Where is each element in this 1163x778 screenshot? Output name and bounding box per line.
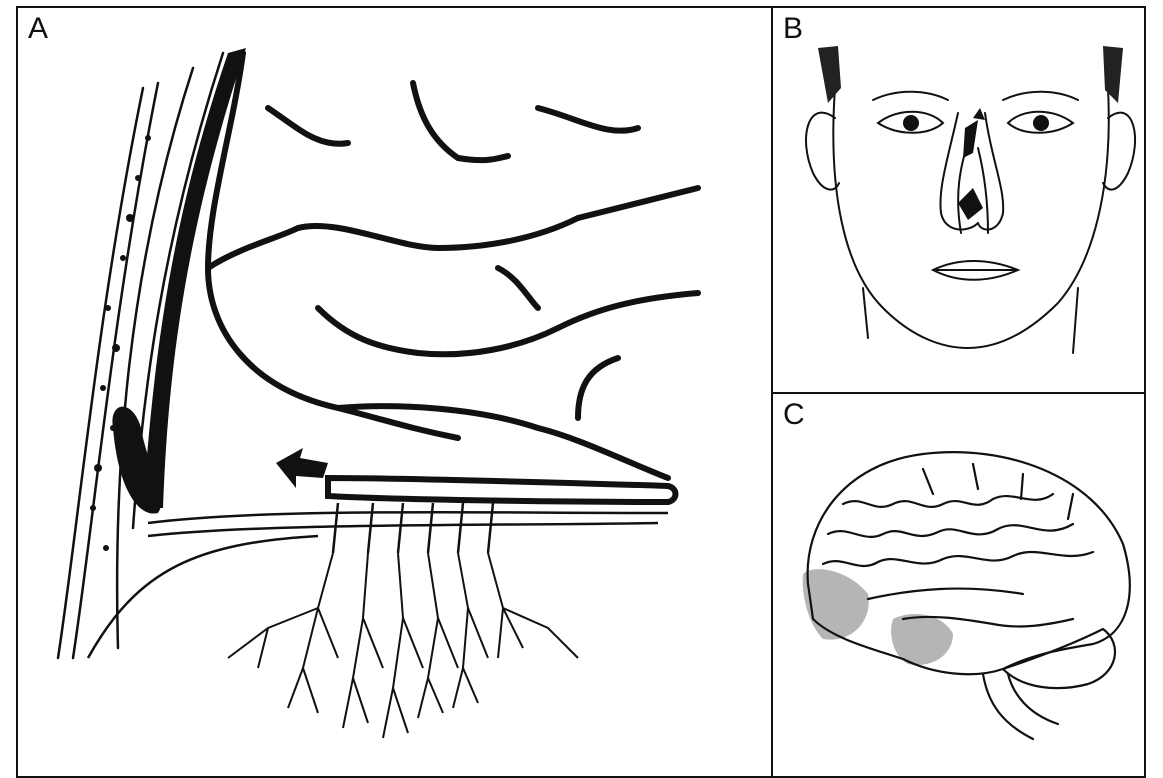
- nasal-roof-line: [88, 536, 318, 658]
- airflow-block-lower: [958, 188, 983, 220]
- cribriform-plate-upper: [148, 512, 668, 523]
- olfactory-nerve-fibers: [333, 503, 493, 553]
- airflow-block-upper: [963, 120, 978, 158]
- gyri-2: [828, 524, 1073, 537]
- right-hair: [1103, 46, 1123, 103]
- gyri-3: [823, 552, 1093, 566]
- airflow-arrowhead: [973, 108, 985, 120]
- panel-c: C: [771, 392, 1146, 778]
- brain-outline: [808, 452, 1130, 674]
- panel-a: A: [16, 6, 773, 778]
- panel-b: B: [771, 6, 1146, 394]
- neck-right: [1073, 288, 1078, 353]
- orbitofrontal-shaded-region: [803, 569, 869, 639]
- nose-right: [978, 113, 1003, 230]
- left-eyebrow: [873, 92, 948, 100]
- skull-outer-line: [58, 88, 143, 658]
- left-hair: [818, 46, 841, 103]
- panel-b-drawing: [773, 8, 1146, 394]
- cerebellum: [1003, 629, 1115, 688]
- panel-c-drawing: [773, 394, 1146, 778]
- right-pupil: [1033, 115, 1049, 131]
- nasal-nerve-branches: [228, 553, 578, 738]
- bone-inner-line: [117, 68, 193, 648]
- sylvian-fissure: [868, 589, 1023, 599]
- right-eyebrow: [1003, 92, 1078, 100]
- cribriform-plate-lower: [148, 523, 658, 536]
- airflow-line-right: [978, 148, 988, 233]
- brainstem: [983, 674, 1058, 739]
- brain-sulci: [208, 53, 698, 478]
- skull-layer-line: [73, 83, 158, 658]
- panel-a-drawing: [18, 8, 773, 778]
- arrow-icon: [276, 448, 328, 488]
- left-pupil: [903, 115, 919, 131]
- olfactory-bulb: [328, 478, 676, 502]
- neck-left: [863, 288, 868, 338]
